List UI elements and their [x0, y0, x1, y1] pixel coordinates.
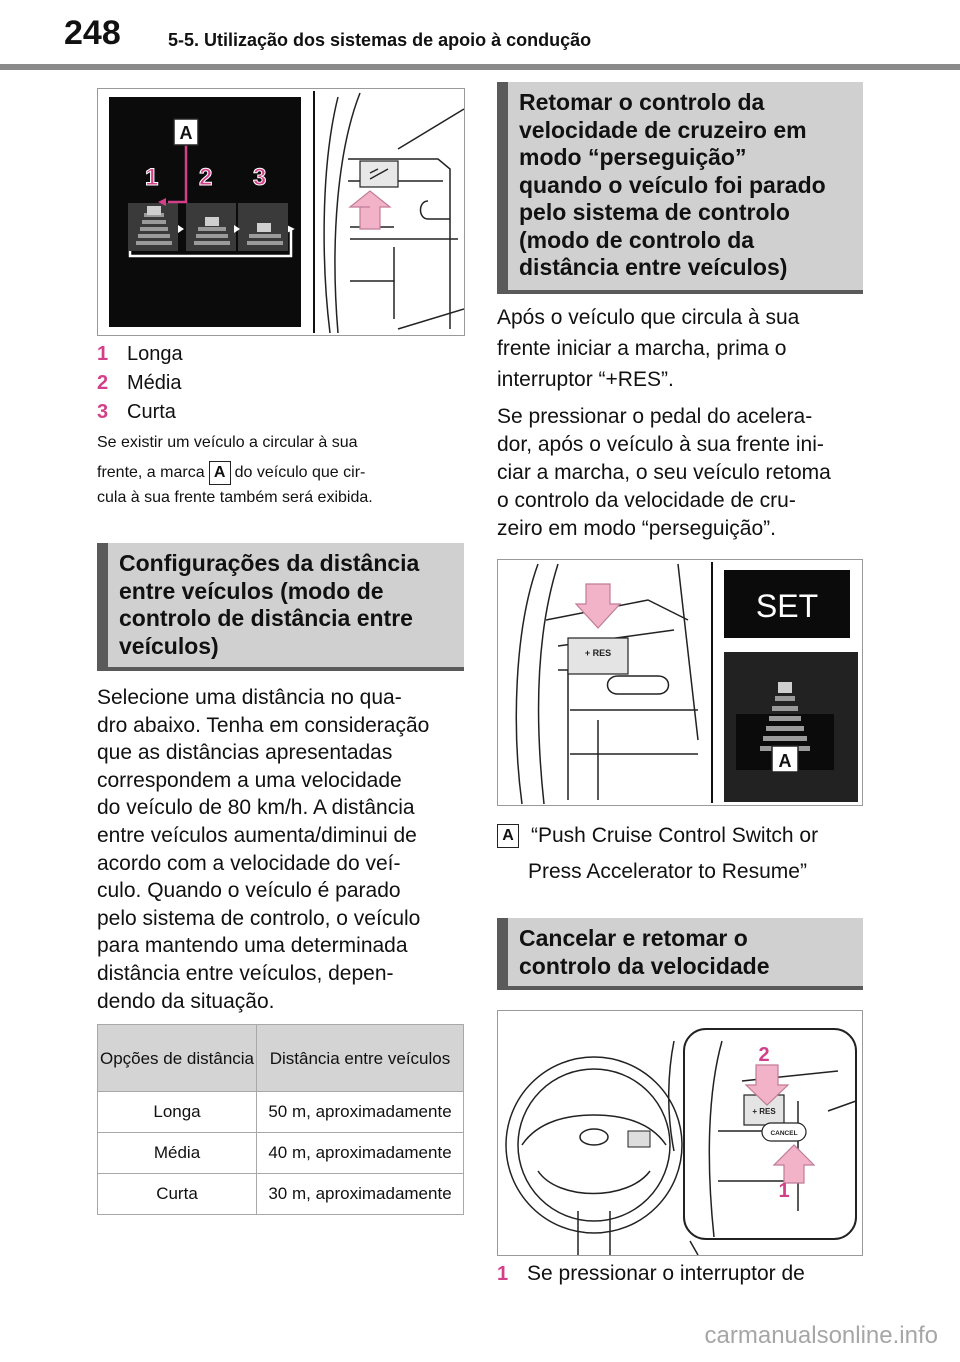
res-label-fig2: + RES	[585, 648, 611, 658]
figure-resume-switch: + RES SET A	[497, 559, 863, 806]
header-rule	[0, 64, 960, 70]
marker-a-box: A	[208, 460, 231, 485]
list-item: 3 Curta	[97, 401, 176, 423]
page-number: 248	[64, 14, 121, 52]
table-header-cell: Opções de distância	[97, 1024, 257, 1092]
table-row: Longa 50 m, aproximadamente	[97, 1091, 464, 1133]
table-row: Curta 30 m, aproximadamente	[97, 1173, 464, 1215]
callout-a-fig1: A	[180, 123, 193, 143]
caption-a: A“Push Cruise Control Switch or Press Ac…	[497, 818, 869, 890]
list-item: 1 Se pressionar o interruptor de	[497, 1262, 805, 1285]
fig1-label-3: 3	[253, 164, 266, 191]
resume-para-1: Após o veículo que circula à sua frente …	[497, 306, 800, 391]
watermark: carmanualsonline.info	[704, 1322, 938, 1349]
section-header: 5-5. Utilização dos sistemas de apoio à …	[168, 30, 592, 50]
distance-body-text: Selecione uma distância no qua- dro abai…	[97, 686, 430, 1013]
resume-para-2: Se pressionar o pedal do acelera- dor, a…	[497, 405, 831, 540]
fig1-label-1: 1	[145, 164, 158, 191]
section-heading-cancel: Cancelar e retomar o controlo da velocid…	[497, 918, 863, 990]
list-item: 2 Média	[97, 372, 182, 394]
table-row: Média 40 m, aproximadamente	[97, 1132, 464, 1174]
section-heading-distance: Configurações da distância entre veículo…	[97, 543, 464, 671]
res-label-fig3: + RES	[752, 1107, 776, 1116]
marker-a-box: A	[497, 824, 519, 849]
note-text: Se existir um veículo a circular à sua f…	[97, 434, 373, 506]
table-header-cell: Distância entre veículos	[256, 1024, 464, 1092]
figure-distance-display: A 1 2 3	[97, 88, 465, 336]
fig1-label-2: 2	[199, 164, 212, 191]
set-display-text: SET	[756, 588, 818, 624]
section-heading-resume: Retomar o controlo da velocidade de cruz…	[497, 82, 863, 294]
cancel-label-fig3: CANCEL	[770, 1130, 797, 1137]
distance-options-table: Opções de distância Distância entre veíc…	[97, 1024, 464, 1215]
list-item: 1 Longa	[97, 343, 183, 365]
figure-cancel-switch: + RES CANCEL 2 1	[497, 1010, 863, 1256]
callout-a-fig2: A	[779, 751, 792, 771]
fig3-label-2: 2	[758, 1044, 769, 1066]
fig3-label-1: 1	[778, 1180, 789, 1202]
table-header-row: Opções de distância Distância entre veíc…	[97, 1024, 464, 1092]
